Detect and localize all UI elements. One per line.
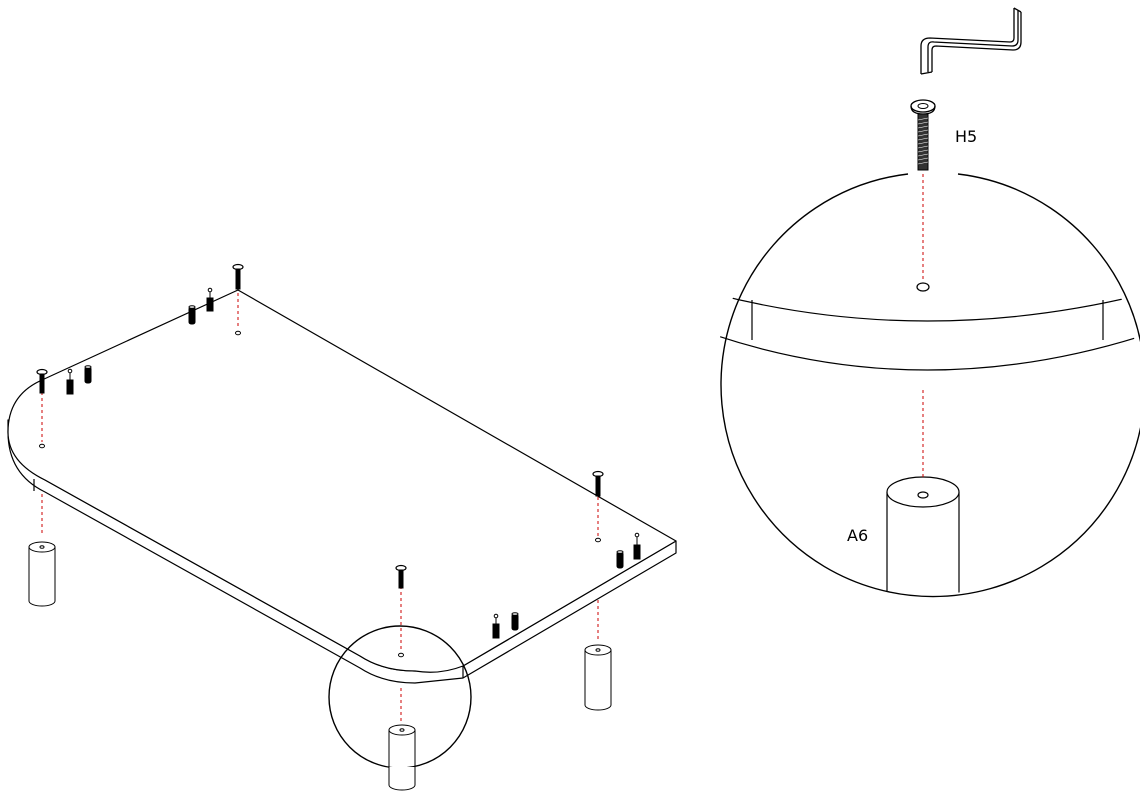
allen-key-icon — [920, 7, 1022, 75]
guide-lines — [41, 293, 599, 722]
zoom-screw — [910, 99, 936, 171]
edge-hardware — [66, 287, 641, 639]
leg-right — [584, 644, 612, 711]
dowel-icon — [616, 550, 624, 569]
cam-bolt-icon — [633, 532, 641, 560]
screw-part-label: H5 — [955, 127, 977, 146]
dowel-icon — [511, 612, 519, 631]
screw-icon — [232, 263, 244, 290]
screw-icon — [36, 263, 604, 589]
leg-left — [28, 541, 56, 607]
detail-callout-small — [328, 625, 472, 791]
table-holes — [39, 330, 601, 658]
detail-callout-large — [715, 173, 1140, 598]
cam-bolt-icon — [66, 368, 74, 395]
dowel-icon — [188, 305, 196, 325]
dowel-icon — [84, 365, 92, 384]
screw-icon — [395, 564, 407, 589]
screw-icon — [592, 470, 604, 497]
cam-bolt-icon — [492, 613, 500, 639]
cam-bolt-icon — [206, 287, 214, 312]
screw-icon — [36, 368, 48, 394]
table-top — [7, 289, 677, 684]
leg-part-label: A6 — [847, 526, 868, 545]
leg-icon — [28, 541, 612, 711]
